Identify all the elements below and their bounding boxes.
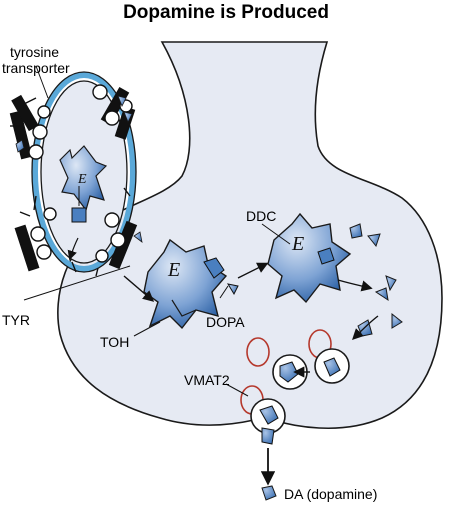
vesicle-flow-arrow bbox=[67, 237, 79, 261]
label-transporter-line1: tyrosine bbox=[10, 44, 60, 60]
enzyme-letter-vesicle: E bbox=[77, 172, 87, 187]
label-transporter-line2: transporter bbox=[2, 60, 70, 76]
label-ddc: DDC bbox=[246, 208, 277, 224]
label-tyr: TYR bbox=[2, 312, 30, 328]
vesicle-upper-right bbox=[308, 329, 350, 384]
transporter-units bbox=[9, 84, 138, 277]
transporter-unit-top-left bbox=[9, 94, 51, 160]
enzyme-letter-toh: E bbox=[167, 259, 180, 281]
enzyme-letter-ddc: E bbox=[291, 233, 304, 255]
enzyme-toh: E bbox=[143, 238, 228, 330]
dopa-molecule bbox=[226, 283, 239, 296]
label-leader-lines bbox=[23, 65, 291, 397]
label-vmat2: VMAT2 bbox=[184, 372, 230, 388]
transporter-unit-bottom-right bbox=[95, 212, 138, 270]
label-toh: TOH bbox=[100, 334, 130, 350]
label-dopamine: DA (dopamine) bbox=[284, 486, 378, 502]
enzyme-ddc: E bbox=[267, 212, 352, 304]
label-dopa: DOPA bbox=[206, 314, 245, 330]
diagram-title: Dopamine is Produced bbox=[123, 2, 329, 23]
enzyme-vesicle: E bbox=[59, 145, 108, 223]
tyrosine-on-transporters bbox=[15, 95, 143, 243]
vesicle-release bbox=[240, 385, 286, 445]
transporter-unit-bottom-left bbox=[14, 207, 57, 272]
process-arrows bbox=[123, 262, 379, 486]
